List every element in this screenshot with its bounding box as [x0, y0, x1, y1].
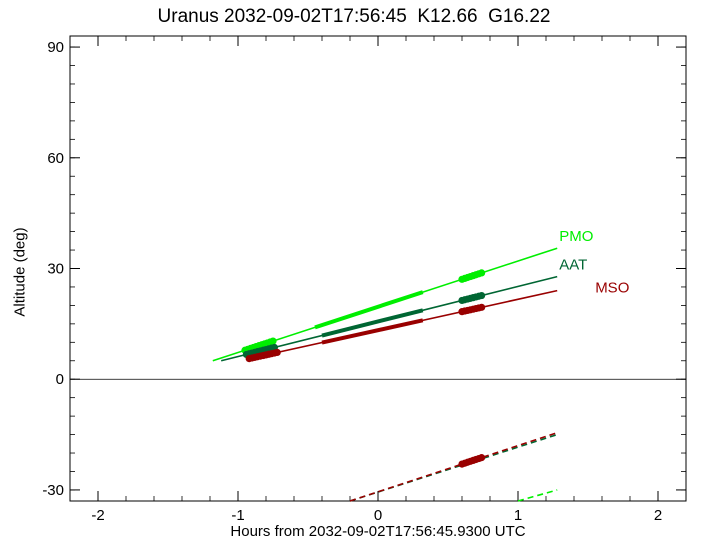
x-tick-label: -2 — [91, 507, 104, 524]
x-axis-label: Hours from 2032-09-02T17:56:45.9300 UTC — [230, 523, 526, 540]
series-below-horizon-line — [517, 489, 558, 502]
y-axis-label: Altitude (deg) — [11, 227, 29, 317]
y-tick-label: 90 — [47, 39, 64, 56]
y-tick-label: 60 — [47, 150, 64, 167]
series-below-horizon-line — [349, 431, 558, 502]
chart-title: Uranus 2032-09-02T17:56:45 K12.66 G16.22 — [157, 6, 551, 27]
series-below-horizon-line — [349, 433, 558, 502]
series-label: AAT — [559, 257, 587, 274]
series-label: MSO — [595, 280, 629, 297]
series-thick-segment — [321, 318, 424, 345]
series-marker — [478, 303, 486, 311]
series-thick-segment — [321, 308, 424, 338]
series-label: PMO — [559, 228, 593, 245]
series-thick-segment — [314, 290, 424, 330]
plot-frame — [69, 35, 687, 502]
x-tick-label: 2 — [654, 507, 662, 524]
series-marker — [273, 348, 281, 357]
x-tick-label: 0 — [374, 507, 382, 524]
x-tick-label: -1 — [231, 507, 244, 524]
series-marker — [478, 291, 486, 300]
series-marker — [269, 337, 277, 345]
y-tick-label: 30 — [47, 261, 64, 278]
series-marker — [478, 269, 486, 277]
series-below-marker — [478, 454, 486, 462]
x-tick-label: 1 — [514, 507, 522, 524]
y-tick-label: 0 — [56, 371, 64, 388]
y-tick-label: -30 — [42, 482, 64, 499]
